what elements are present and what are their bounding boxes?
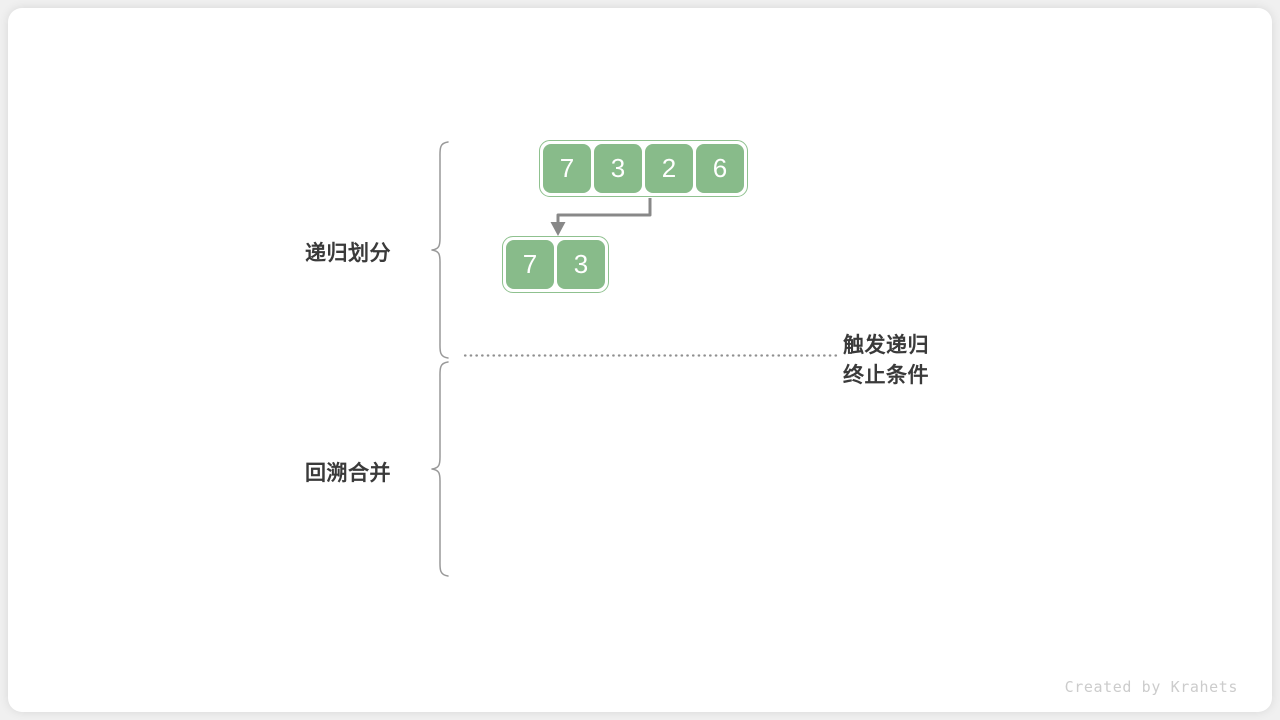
phase-label-divide: 递归划分 [305, 242, 391, 265]
annotation-line-1: 触发递归 [843, 334, 929, 357]
brace-merge [431, 361, 449, 577]
array-original: 7 3 2 6 [539, 140, 748, 197]
array-cell: 2 [645, 144, 693, 193]
array-cell: 6 [696, 144, 744, 193]
array-left-half: 7 3 [502, 236, 609, 293]
array-cell: 3 [557, 240, 605, 289]
figure-card [8, 8, 1272, 712]
divide-arrow-connector [556, 198, 652, 224]
divide-arrow-head [550, 222, 566, 236]
watermark-credit: Created by Krahets [1064, 678, 1238, 696]
array-cell: 7 [543, 144, 591, 193]
brace-divide [431, 141, 449, 359]
array-cell: 3 [594, 144, 642, 193]
array-cell: 7 [506, 240, 554, 289]
annotation-line-2: 终止条件 [843, 364, 929, 387]
phase-label-merge: 回溯合并 [305, 462, 391, 485]
recursion-base-annotation: 触发递归 终止条件 [843, 331, 929, 391]
